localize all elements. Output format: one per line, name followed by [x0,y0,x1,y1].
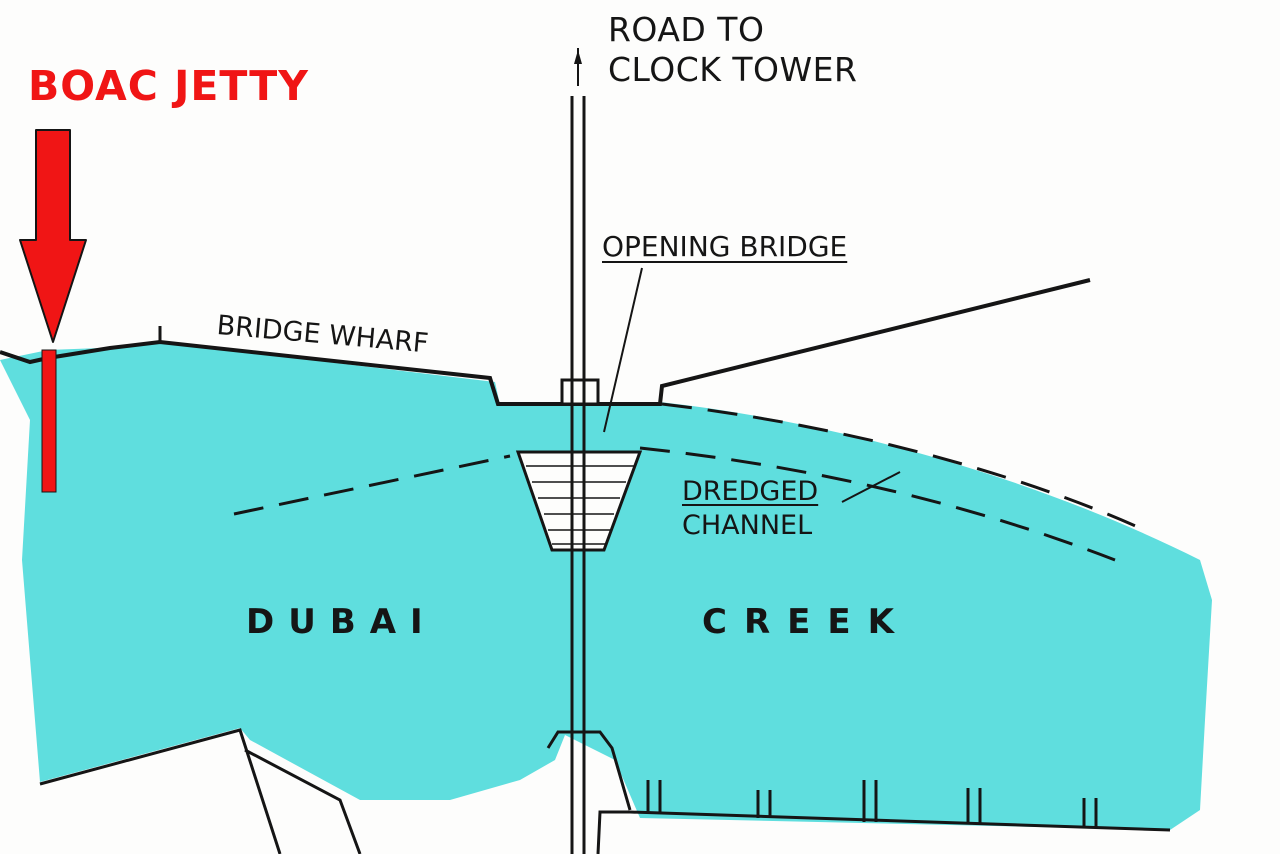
quay-posts [646,780,1098,828]
wharf-shoreline [0,278,1091,406]
jetty-structure [41,349,57,493]
bridge-south-abutment [546,730,632,811]
up-arrow-icon [574,50,582,64]
dredged-channel-line1: DREDGED [682,476,819,507]
opening-bridge-span [515,450,643,552]
channel-edge-south-right [639,446,1116,562]
road-label: ROAD TO CLOCK TOWER [608,10,857,90]
road-label-line2: CLOCK TOWER [608,50,858,89]
dredged-channel-label: DREDGED CHANNEL [682,475,818,543]
dredged-channel-line2: CHANNEL [682,510,813,541]
south-shore-left [39,728,282,854]
down-arrow-icon [19,129,87,343]
bridge-span-hatching [526,465,634,545]
dredged-channel-leader [841,471,901,503]
road-label-line1: ROAD TO [608,10,765,49]
bridge-pier-north [560,378,600,406]
creek-water [0,342,1212,830]
channel-edge-south-left [233,454,511,516]
boac-jetty-label: BOAC JETTY [28,62,309,110]
water-label-creek: CREEK [702,602,911,642]
south-shore-middle [244,748,362,854]
channel-edge-north [661,402,1141,530]
water-label-dubai: DUBAI [246,602,437,642]
south-shore-right [596,810,1171,854]
opening-bridge-label: OPENING BRIDGE [602,230,848,263]
opening-bridge-leader [603,267,643,433]
